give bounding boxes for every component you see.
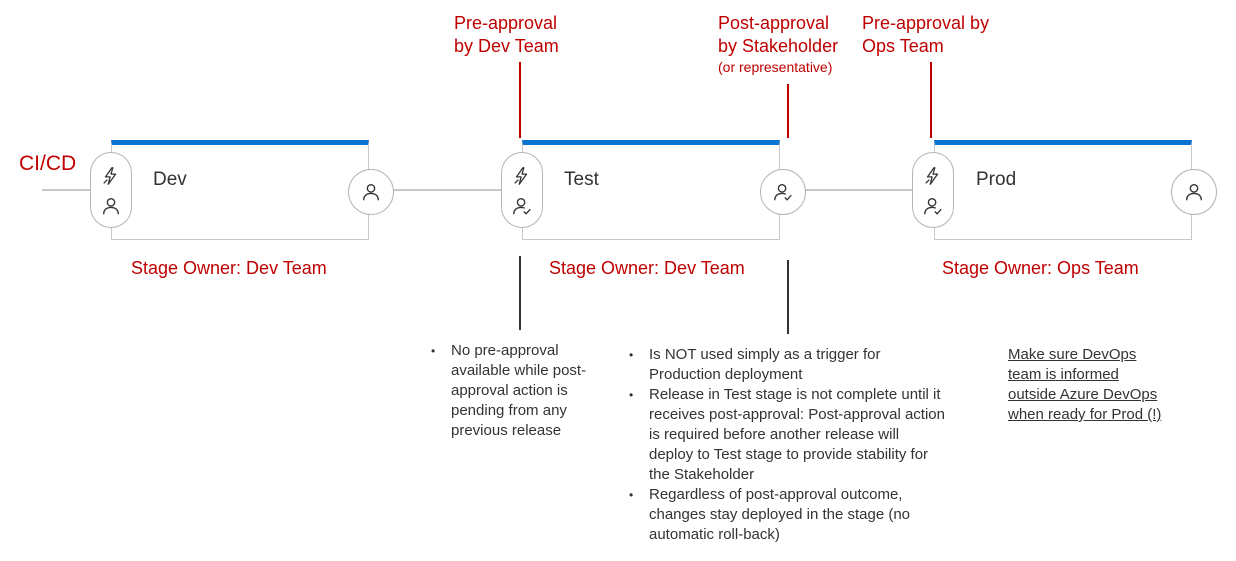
stage-card-dev[interactable] [111, 140, 369, 240]
connector-test-prod [805, 189, 913, 191]
post-deployment-approver-dev[interactable] [348, 169, 394, 215]
post-deployment-approver-prod[interactable] [1171, 169, 1217, 215]
stage-name-prod: Prod [976, 169, 1017, 190]
stage-name-dev: Dev [153, 169, 187, 190]
entry-label: CI/CD [19, 152, 77, 175]
lightning-icon [511, 165, 533, 187]
callout-line: Post-approval [718, 13, 830, 33]
connector-dev-test [394, 189, 502, 191]
pre-deployment-conditions-test[interactable] [501, 152, 543, 228]
callout-line: Ops Team [862, 36, 944, 56]
list-item: No pre-approval available while post-app… [429, 341, 619, 441]
person-icon [360, 181, 382, 203]
lightning-icon [922, 165, 944, 187]
stage-name-test: Test [564, 169, 599, 190]
list-item: Release in Test stage is not complete un… [627, 385, 947, 485]
person-check-icon [511, 195, 533, 217]
prod-note: Make sure DevOps team is informed outsid… [1008, 346, 1162, 423]
entry-connector [42, 189, 90, 191]
stage-card-prod[interactable] [934, 140, 1192, 240]
post-approval-notes: Is NOT used simply as a trigger for Prod… [627, 345, 947, 545]
pre-deployment-conditions-prod[interactable] [912, 152, 954, 228]
callout-prod-pre-approval: Pre-approval by Ops Team [862, 12, 989, 58]
note-pointer-pre-approval [519, 256, 521, 330]
stage-owner-test: Stage Owner: Dev Team [549, 258, 745, 278]
stage-owner-prod: Stage Owner: Ops Team [942, 258, 1139, 278]
list-item: Regardless of post-approval outcome, cha… [627, 485, 947, 545]
note-pointer-post-approval [787, 260, 789, 334]
callout-note: (or representative) [718, 59, 833, 75]
callout-pointer-test-pre [519, 62, 521, 138]
post-deployment-approver-test[interactable] [760, 169, 806, 215]
lightning-icon [100, 165, 122, 187]
callout-line: by Stakeholder [718, 36, 839, 56]
callout-pointer-prod-pre [930, 62, 932, 138]
person-icon [100, 195, 122, 217]
person-check-icon [922, 195, 944, 217]
callout-line: Pre-approval [454, 13, 558, 33]
pre-deployment-conditions-dev[interactable] [90, 152, 132, 228]
callout-line: Pre-approval by [862, 13, 990, 33]
pre-approval-notes: No pre-approval available while post-app… [429, 341, 619, 441]
callout-pointer-test-post [787, 84, 789, 138]
list-item: Is NOT used simply as a trigger for Prod… [627, 345, 947, 385]
person-icon [1183, 181, 1205, 203]
person-check-icon [772, 181, 794, 203]
callout-line: by Dev Team [454, 36, 559, 56]
callout-test-pre-approval: Pre-approval by Dev Team [454, 12, 559, 58]
callout-test-post-approval: Post-approval by Stakeholder (or represe… [718, 12, 838, 76]
stage-owner-dev: Stage Owner: Dev Team [131, 258, 327, 278]
stage-card-test[interactable] [522, 140, 780, 240]
